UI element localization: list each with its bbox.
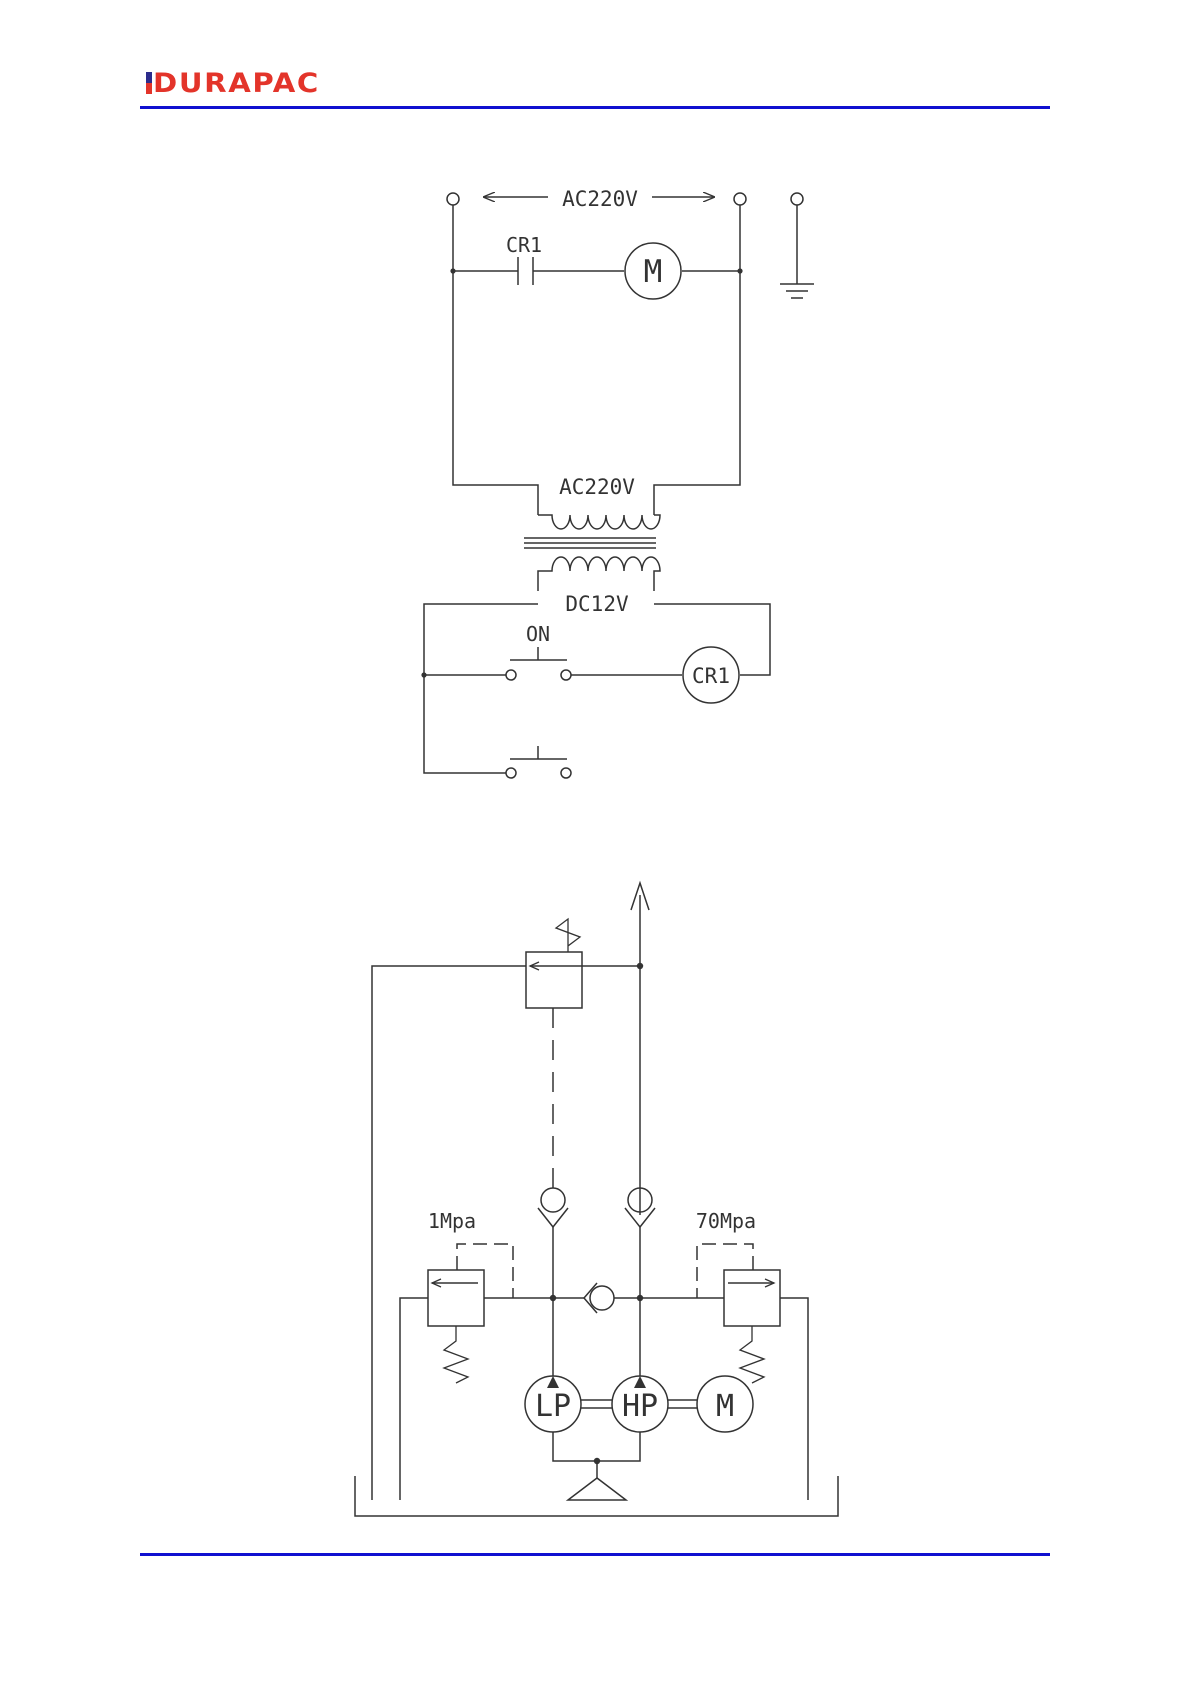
release-valve-icon (526, 952, 582, 1008)
secondary-coil-icon (538, 557, 660, 591)
right-rail (654, 205, 740, 515)
primary-voltage-label: AC220V (559, 475, 635, 499)
suction-strainer-icon (568, 1478, 626, 1500)
relay-coil-label: CR1 (692, 664, 730, 688)
tank-return-left-outer (372, 966, 526, 1500)
check-valve-middle-icon (584, 1283, 614, 1313)
suction-line (553, 1432, 640, 1461)
release-valve-spring-icon (556, 919, 580, 952)
tank-return-left-inner (400, 1298, 428, 1500)
motor-label: M (644, 254, 663, 290)
pump-motor-label: M (716, 1389, 734, 1424)
terminal-pe-icon (791, 193, 803, 205)
supply-voltage-label: AC220V (562, 187, 638, 211)
primary-coil-icon (538, 515, 660, 529)
high-relief-spring-icon (740, 1326, 764, 1383)
terminal-n-icon (734, 193, 746, 205)
hp-pump-label: HP (622, 1389, 658, 1424)
check-valve-left-icon (538, 1188, 568, 1227)
contact-label: CR1 (506, 233, 542, 257)
on-switch-contact-icon (506, 670, 516, 680)
low-pressure-relief-valve-icon (428, 1270, 484, 1326)
on-switch-label: ON (526, 622, 550, 646)
reservoir-tank-icon (355, 1476, 838, 1516)
secondary-voltage-label: DC12V (565, 592, 629, 616)
high-relief-pressure-label: 70Mpa (696, 1209, 756, 1233)
off-switch-contact-icon (506, 768, 516, 778)
high-pressure-relief-valve-icon (724, 1270, 780, 1326)
low-relief-spring-icon (444, 1326, 468, 1383)
low-relief-pressure-label: 1Mpa (428, 1209, 476, 1233)
control-left-wire (424, 604, 538, 773)
tank-return-right (780, 1298, 808, 1500)
lp-pump-label: LP (535, 1389, 571, 1424)
hydraulic-schematic (355, 883, 838, 1516)
terminal-l-icon (447, 193, 459, 205)
footer-rule (140, 1553, 1050, 1556)
